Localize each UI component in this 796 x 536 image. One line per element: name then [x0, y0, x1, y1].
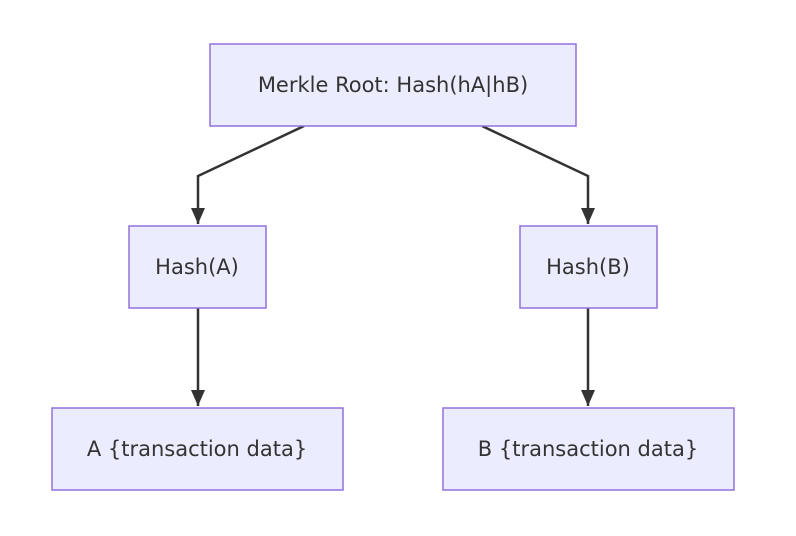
arrowhead-hash-b: [581, 208, 595, 224]
node-hash-a: Hash(A): [128, 225, 267, 309]
arrowheads: [191, 208, 595, 406]
node-tx-a: A {transaction data}: [51, 407, 344, 491]
arrowhead-tx-b: [581, 390, 595, 406]
edge-root-to-hash-b: [481, 124, 590, 224]
node-tx-b: B {transaction data}: [442, 407, 735, 491]
node-hash-a-label: Hash(A): [155, 255, 239, 279]
arrowhead-tx-a: [191, 390, 205, 406]
arrowhead-hash-a: [191, 208, 205, 224]
edge-root-to-hash-a: [196, 124, 305, 224]
node-hash-b: Hash(B): [519, 225, 658, 309]
node-hash-b-label: Hash(B): [546, 255, 630, 279]
node-merkle-root: Merkle Root: Hash(hA|hB): [209, 43, 577, 127]
node-merkle-root-label: Merkle Root: Hash(hA|hB): [258, 73, 528, 98]
node-tx-b-label: B {transaction data}: [478, 437, 698, 461]
node-tx-a-label: A {transaction data}: [87, 437, 307, 461]
